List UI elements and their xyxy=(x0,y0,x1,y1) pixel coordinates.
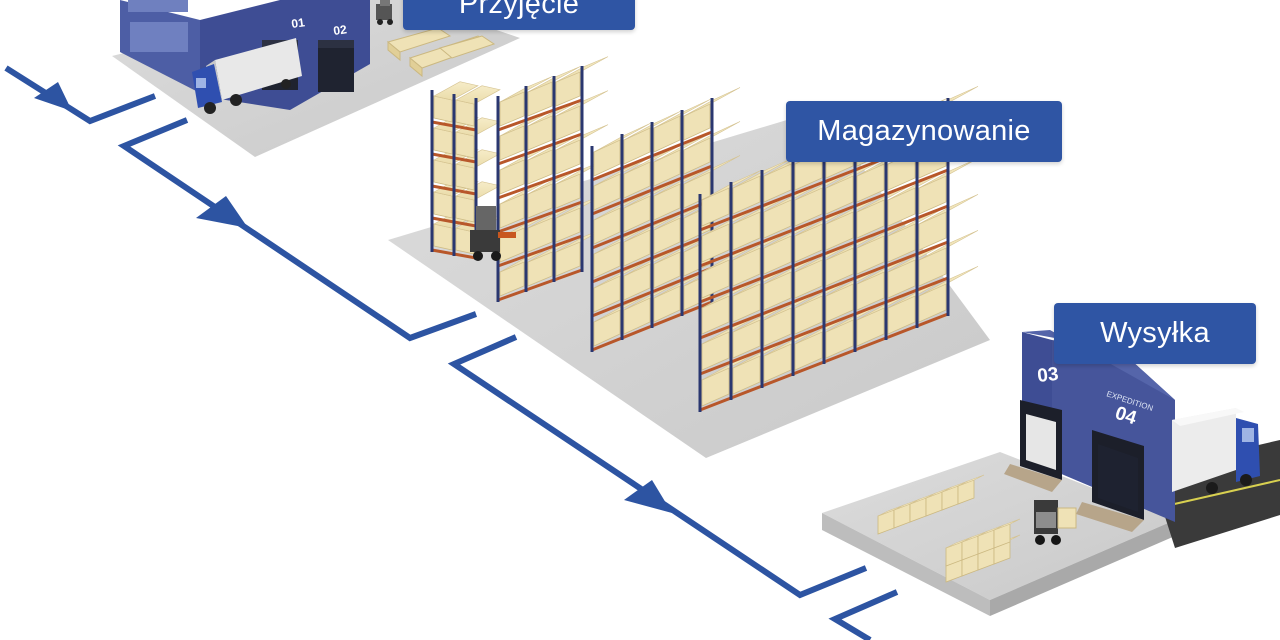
dock-number-01: 01 xyxy=(290,15,305,31)
shipping-area: 03 EXPEDITION 04 xyxy=(822,330,1280,616)
shipping-pallets xyxy=(877,474,1021,583)
receiving-truck xyxy=(192,38,302,114)
flow-arrow-icon xyxy=(34,82,72,111)
storage-racks xyxy=(430,56,979,412)
dock-number-02: 02 xyxy=(332,22,347,38)
dock-number-03: 03 xyxy=(1036,364,1059,387)
stage-label-shipping: Wysyłka xyxy=(1054,303,1256,364)
stage-label-receiving: Przyjęcie xyxy=(403,0,635,30)
shipping-forklift xyxy=(1034,500,1077,545)
shipping-dock-doors xyxy=(1004,400,1144,532)
storage-area xyxy=(388,56,990,458)
storage-forklift xyxy=(470,206,516,261)
receiving-area: 01 02 xyxy=(112,0,520,157)
pallet-rack xyxy=(430,81,501,260)
stage-label-storage: Magazynowanie xyxy=(786,101,1062,162)
flow-arrow-icon xyxy=(196,196,248,228)
flow-arrows xyxy=(34,82,672,513)
receiving-forklift xyxy=(376,0,393,25)
shipping-building-front xyxy=(1052,340,1175,522)
flow-arrow-icon xyxy=(624,480,672,513)
process-flow-line xyxy=(4,65,899,640)
shipping-floor xyxy=(822,452,1175,600)
dock-door-02 xyxy=(318,40,354,92)
pallet-rack xyxy=(496,56,609,302)
receiving-pallets xyxy=(386,27,496,78)
shipping-truck xyxy=(1172,408,1260,494)
